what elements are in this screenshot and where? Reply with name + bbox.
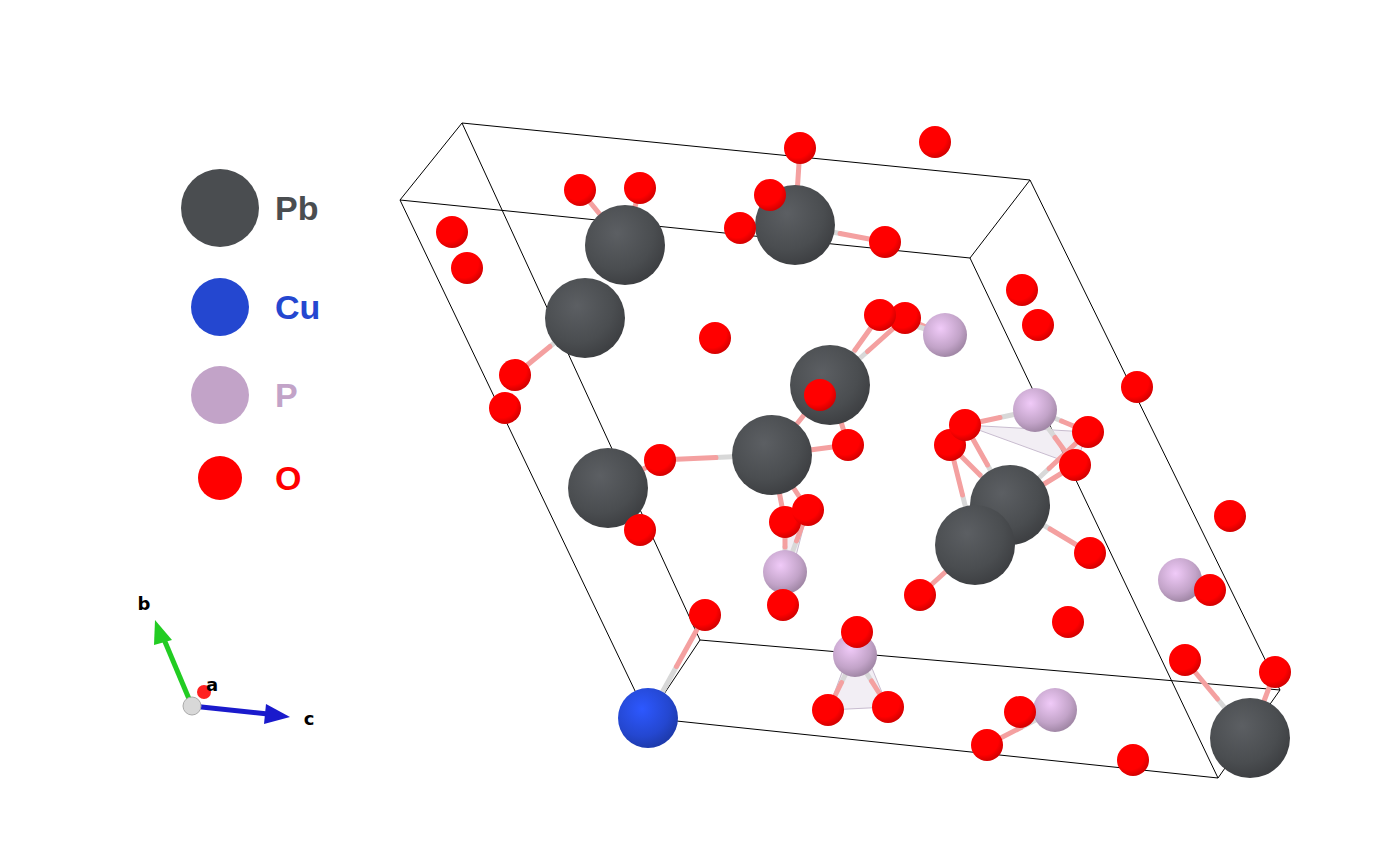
pb-atom <box>935 505 1015 585</box>
o-atom <box>872 691 904 723</box>
legend-swatch-box <box>190 365 250 425</box>
legend-text: P <box>275 376 298 415</box>
unit-cell <box>400 123 1280 778</box>
axis-label: a <box>206 674 218 695</box>
legend-swatch-box <box>190 277 250 337</box>
legend-row: Cu <box>190 277 320 337</box>
o-atom <box>949 409 981 441</box>
axis-label: c <box>304 708 315 729</box>
o-atom <box>1121 371 1153 403</box>
legend-swatch <box>181 169 259 247</box>
p-atom <box>923 313 967 357</box>
axis-indicator <box>154 620 290 724</box>
o-atom <box>1117 744 1149 776</box>
cell-edge <box>648 718 1218 778</box>
b-axis-arrow <box>163 637 192 706</box>
axis-origin <box>183 697 201 715</box>
o-atom <box>624 514 656 546</box>
o-atom <box>841 616 873 648</box>
pb-atom <box>545 278 625 358</box>
legend-swatch <box>191 366 249 424</box>
p-atom <box>1013 388 1057 432</box>
legend-swatch-box <box>197 455 243 501</box>
c-axis-head <box>264 704 290 724</box>
cell-edge <box>462 123 700 640</box>
pb-atom <box>1210 698 1290 778</box>
legend-row: P <box>190 365 298 425</box>
o-atom <box>1004 696 1036 728</box>
c-axis-arrow <box>192 706 268 714</box>
legend-swatch <box>198 456 242 500</box>
o-atom <box>724 212 756 244</box>
o-atom <box>564 174 596 206</box>
o-atom <box>1074 537 1106 569</box>
pb-atom <box>585 205 665 285</box>
cell-edge <box>700 640 1280 690</box>
o-atom <box>499 359 531 391</box>
cell-edge <box>462 123 1030 180</box>
o-atom <box>699 322 731 354</box>
cell-edge <box>970 180 1030 258</box>
o-atom <box>436 216 468 248</box>
o-atom <box>869 226 901 258</box>
p-atom <box>763 550 807 594</box>
o-atom <box>1169 644 1201 676</box>
o-atom <box>971 729 1003 761</box>
legend-text: O <box>275 459 301 498</box>
legend-text: Cu <box>275 288 320 327</box>
cell-edge <box>970 258 1218 778</box>
o-atom <box>1072 416 1104 448</box>
o-atom <box>644 444 676 476</box>
o-atom <box>784 132 816 164</box>
o-atom <box>804 379 836 411</box>
o-atom <box>904 579 936 611</box>
o-atom <box>754 179 786 211</box>
o-atom <box>1006 274 1038 306</box>
legend-row: O <box>197 455 301 501</box>
o-atom <box>1022 309 1054 341</box>
o-atom <box>767 589 799 621</box>
pb-atom <box>790 345 870 425</box>
o-atom <box>1052 606 1084 638</box>
o-atom <box>832 429 864 461</box>
pb-atom <box>732 415 812 495</box>
p-atom <box>1033 688 1077 732</box>
o-atom <box>864 299 896 331</box>
bonds <box>515 148 1275 745</box>
legend-text: Pb <box>275 189 318 228</box>
o-atom <box>489 392 521 424</box>
b-axis-head <box>154 620 172 645</box>
o-atom <box>812 694 844 726</box>
cu-atom <box>618 688 678 748</box>
o-atom <box>689 599 721 631</box>
o-atom <box>451 252 483 284</box>
o-atom <box>1059 449 1091 481</box>
legend-swatch <box>191 278 249 336</box>
legend-swatch-box <box>180 168 260 248</box>
axis-label: b <box>138 593 151 614</box>
cell-edge <box>400 200 970 258</box>
o-atom <box>919 126 951 158</box>
cell-edge <box>400 123 462 200</box>
o-atom <box>624 172 656 204</box>
legend-row: Pb <box>180 168 318 248</box>
o-atom <box>792 494 824 526</box>
o-atom <box>1259 656 1291 688</box>
o-atom <box>1194 574 1226 606</box>
o-atom <box>1214 500 1246 532</box>
